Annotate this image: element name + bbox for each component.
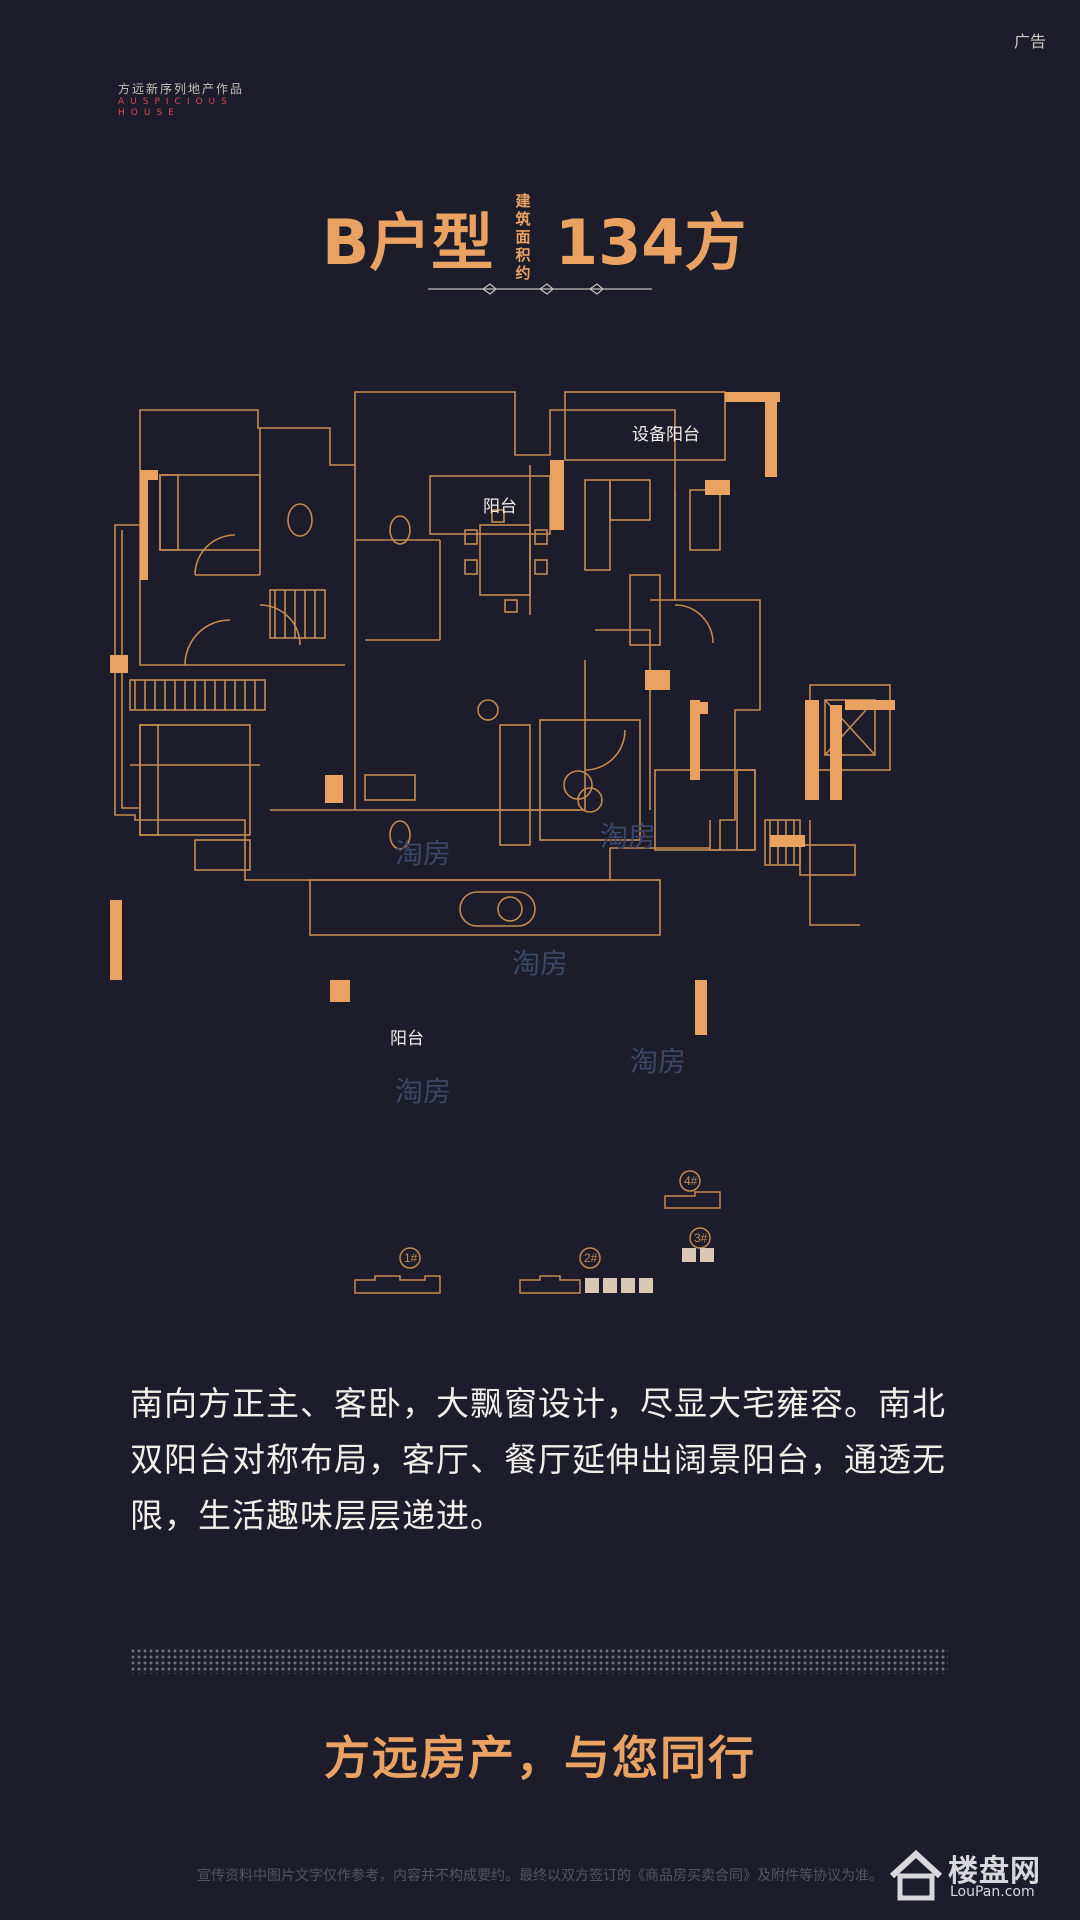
room-south-balcony: 阳台	[390, 1029, 424, 1049]
watermark: 淘房	[395, 1075, 452, 1108]
watermark: 淘房	[630, 1045, 687, 1078]
loupan-logo: 楼盘网 LouPan.com	[888, 1846, 1058, 1906]
building-1-label: 1#	[404, 1251, 418, 1265]
building-2-label: 2#	[584, 1251, 598, 1265]
slogan: 方远房产，与您同行	[324, 1731, 756, 1785]
brand-line-1: 方远新序列地产作品	[118, 82, 245, 96]
site-plan: 1# 2# 3# 4#	[354, 1170, 721, 1294]
ad-label: 广告	[1013, 32, 1046, 51]
logo-name: 楼盘网	[948, 1854, 1041, 1889]
brand-block: 方远新序列地产作品 AUSPICIOUS HOUSE	[118, 80, 244, 119]
unit-type-title: B户型	[322, 206, 494, 279]
watermark: 淘房	[395, 837, 452, 870]
room-equipment-balcony: 设备阳台	[632, 425, 700, 445]
area-value: 134方	[555, 206, 747, 279]
dotted-divider	[130, 1648, 948, 1674]
logo-url: LouPan.com	[950, 1884, 1035, 1900]
house-logo-icon	[889, 1849, 943, 1901]
description-text: 南向方正主、客卧，大飘窗设计，尽显大宅雍容。南北双阳台对称布局，客厅、餐厅延伸出…	[130, 1384, 946, 1535]
brand-line-3: HOUSE	[118, 108, 180, 118]
title-row: B户型 建筑面积约 134方	[0, 192, 1080, 292]
area-label-vertical: 建筑面积约	[515, 192, 531, 282]
watermark: 淘房	[512, 947, 569, 980]
room-north-balcony: 阳台	[483, 497, 517, 517]
building-3-label: 3#	[694, 1231, 708, 1245]
building-4-label: 4#	[684, 1174, 698, 1188]
watermark: 淘房	[600, 820, 657, 853]
brand-line-2: AUSPICIOUS	[118, 97, 233, 107]
floor-plan	[110, 391, 895, 1035]
disclaimer: 宣传资料中图片文字仅作参考，内容并不构成要约。最终以双方签订的《商品房买卖合同》…	[197, 1868, 883, 1884]
title-ornament	[428, 283, 652, 295]
